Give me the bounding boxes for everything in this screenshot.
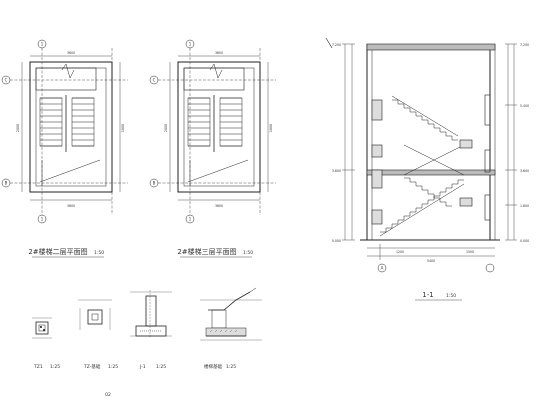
level-label: 3.600 — [520, 169, 529, 173]
detail-title: TZ-基础 — [83, 363, 101, 370]
level-label: 5.400 — [520, 104, 529, 108]
detail-scale: 1:25 — [108, 364, 118, 370]
dimension-label: 3600 — [67, 204, 75, 208]
dimension-label: 1200 — [396, 250, 404, 254]
axis-bubble — [149, 178, 159, 188]
axis-bubble — [485, 263, 495, 273]
axis-label: C — [153, 78, 156, 83]
axis-label: A — [381, 266, 384, 271]
section-cut-mark — [325, 37, 333, 49]
dimension-label: 1800 — [269, 124, 273, 132]
dimension-label: 1500 — [466, 250, 474, 254]
dimension-label: 5400 — [427, 259, 435, 263]
plan-left-scale: 1:50 — [94, 250, 104, 256]
section-scale: 1:50 — [446, 293, 456, 299]
level-label: 0.000 — [520, 239, 529, 243]
dimension-label: 1800 — [121, 124, 125, 132]
detail-stair-foundation — [200, 287, 262, 341]
axis-bubble — [377, 263, 387, 273]
section-title: 1-1 — [422, 291, 433, 299]
stair-plan-left — [10, 48, 128, 215]
axis-bubble — [1, 75, 11, 85]
axis-label: 1 — [41, 42, 44, 47]
axis-bubble — [185, 39, 195, 49]
dimension-label: 2000 — [16, 124, 20, 132]
dimension-label: 3600 — [215, 51, 223, 55]
dimension-label: 3600 — [215, 204, 223, 208]
level-label: 3.600 — [332, 169, 341, 173]
axis-bubble — [1, 178, 11, 188]
detail-title: TZ1 — [33, 364, 43, 370]
level-label: 0.000 — [332, 239, 341, 243]
stair-section — [342, 43, 517, 260]
level-label: 1.800 — [520, 204, 529, 208]
detail-title: 楼梯基础 — [204, 363, 222, 370]
detail-scale: 1:25 — [156, 364, 166, 370]
detail-scale: 1:25 — [226, 364, 236, 370]
plan-left-title: 2#楼梯二层平面图 — [28, 247, 87, 256]
dimension-label: 3600 — [67, 51, 75, 55]
detail-scale: 1:25 — [50, 364, 60, 370]
detail-tz-foundation — [78, 299, 112, 330]
level-label: 7.200 — [520, 43, 529, 47]
dimension-label: 2000 — [164, 124, 168, 132]
axis-label: 1 — [41, 217, 44, 222]
detail-j1 — [130, 290, 172, 338]
axis-label: 1 — [189, 42, 192, 47]
level-label: 7.200 — [332, 43, 341, 47]
axis-bubble — [185, 214, 195, 224]
axis-label: C — [5, 78, 8, 83]
plan-right-title: 2#楼梯三层平面图 — [177, 247, 236, 256]
detail-tz1 — [32, 317, 52, 339]
detail-title: J-1 — [139, 364, 146, 370]
plan-right-scale: 1:50 — [243, 250, 253, 256]
footer-mark: 02 — [105, 392, 111, 398]
stair-plan-right — [158, 48, 276, 215]
axis-bubble — [37, 214, 47, 224]
axis-label: B — [153, 181, 156, 186]
axis-bubble — [149, 75, 159, 85]
axis-bubble — [37, 39, 47, 49]
axis-label: 1 — [189, 217, 192, 222]
axis-label: B — [5, 181, 8, 186]
